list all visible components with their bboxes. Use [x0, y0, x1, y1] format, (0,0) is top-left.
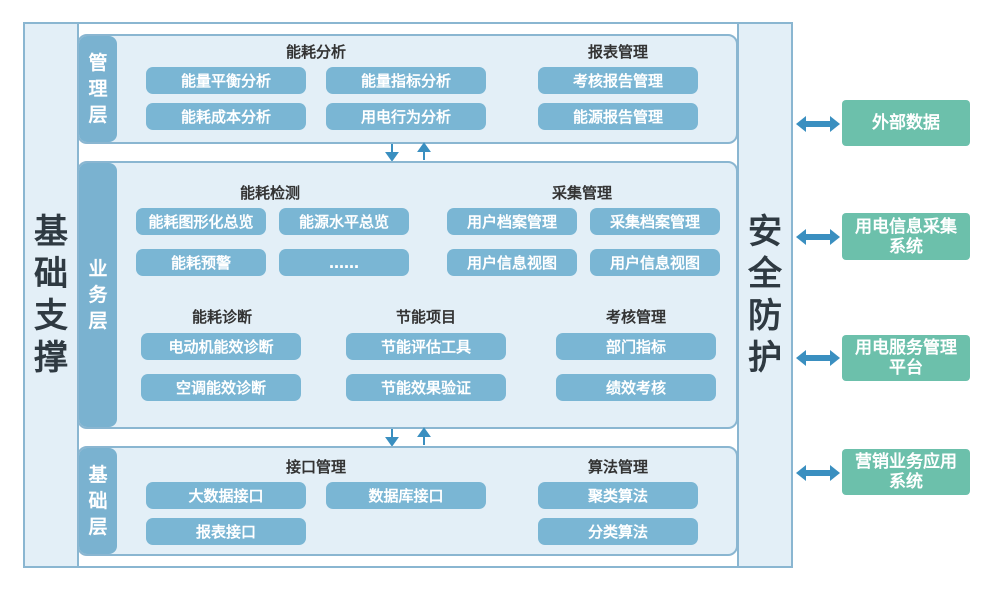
report-interface-button[interactable]: 报表接口 [146, 518, 306, 545]
group-title-interface-management: 接口管理 [285, 458, 346, 476]
bidirectional-arrow-icon-2 [796, 229, 840, 245]
database-interface-button[interactable]: 数据库接口 [326, 482, 486, 509]
group-title-collection-management: 采集管理 [551, 184, 612, 202]
security-label: 安 全 防 护 [748, 212, 782, 378]
bidirectional-arrow-icon-3 [796, 350, 840, 366]
group-title-algorithm-management: 算法管理 [587, 458, 648, 476]
assessment-report-button[interactable]: 考核报告管理 [538, 67, 698, 94]
marketing-business-system-box[interactable]: 营销业务应用 系统 [842, 449, 970, 495]
energy-level-overview-button[interactable]: 能源水平总览 [279, 208, 409, 235]
power-info-collection-system-box[interactable]: 用电信息采集 系统 [842, 213, 970, 260]
group-title-energy-analysis: 能耗分析 [285, 43, 346, 61]
double-arrow-icon-bottom [385, 427, 431, 447]
foundation-layer-tab: 基 础 层 [79, 448, 117, 554]
bidirectional-arrow-icon-4 [796, 465, 840, 481]
energy-warning-button[interactable]: 能耗预警 [136, 249, 266, 276]
user-info-view-button-2[interactable]: 用户信息视图 [590, 249, 720, 276]
group-title-energy-monitoring: 能耗检测 [239, 184, 300, 202]
ac-efficiency-diagnosis-button[interactable]: 空调能效诊断 [141, 374, 301, 401]
security-column: 安 全 防 护 [737, 22, 793, 568]
business-layer-tab: 业 务 层 [79, 163, 117, 427]
energy-balance-analysis-button[interactable]: 能量平衡分析 [146, 67, 306, 94]
user-archive-button[interactable]: 用户档案管理 [447, 208, 577, 235]
management-layer-tab: 管 理 层 [79, 36, 117, 142]
group-title-assessment-management: 考核管理 [605, 308, 666, 326]
power-behavior-analysis-button[interactable]: 用电行为分析 [326, 103, 486, 130]
performance-assessment-button[interactable]: 绩效考核 [556, 374, 716, 401]
saving-evaluation-tool-button[interactable]: 节能评估工具 [346, 333, 506, 360]
energy-index-analysis-button[interactable]: 能量指标分析 [326, 67, 486, 94]
energy-report-button[interactable]: 能源报告管理 [538, 103, 698, 130]
collection-archive-button[interactable]: 采集档案管理 [590, 208, 720, 235]
power-service-platform-box[interactable]: 用电服务管理 平台 [842, 335, 970, 381]
motor-efficiency-diagnosis-button[interactable]: 电动机能效诊断 [141, 333, 301, 360]
external-data-box[interactable]: 外部数据 [842, 100, 970, 146]
group-title-energy-diagnosis: 能耗诊断 [191, 308, 252, 326]
user-info-view-button-1[interactable]: 用户信息视图 [447, 249, 577, 276]
saving-effect-verification-button[interactable]: 节能效果验证 [346, 374, 506, 401]
double-arrow-icon-top [385, 142, 431, 162]
big-data-interface-button[interactable]: 大数据接口 [146, 482, 306, 509]
more-ellipsis-button[interactable]: …… [279, 249, 409, 276]
classification-algorithm-button[interactable]: 分类算法 [538, 518, 698, 545]
base-support-label: 基 础 支 撑 [34, 212, 68, 378]
clustering-algorithm-button[interactable]: 聚类算法 [538, 482, 698, 509]
energy-cost-analysis-button[interactable]: 能耗成本分析 [146, 103, 306, 130]
group-title-energy-saving-project: 节能项目 [395, 308, 456, 326]
bidirectional-arrow-icon-1 [796, 116, 840, 132]
base-support-column: 基 础 支 撑 [23, 22, 79, 568]
department-index-button[interactable]: 部门指标 [556, 333, 716, 360]
group-title-report-management: 报表管理 [587, 43, 648, 61]
energy-graphic-overview-button[interactable]: 能耗图形化总览 [136, 208, 266, 235]
